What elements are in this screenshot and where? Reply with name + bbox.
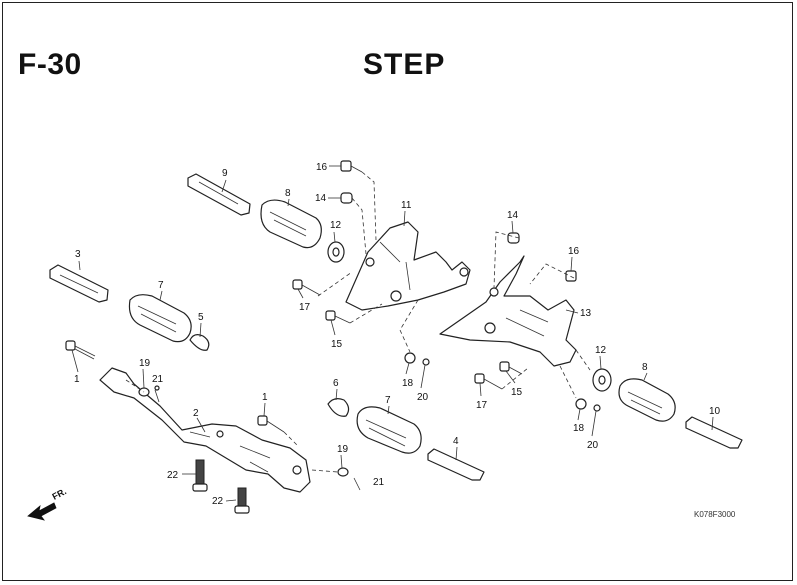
part-step-plate-10 — [685, 416, 743, 449]
part-bolt-16-upper — [340, 160, 363, 173]
part-step-bracket-main — [99, 367, 311, 493]
callout-19-lower: 19 — [337, 444, 349, 455]
callout-10: 10 — [709, 406, 721, 417]
part-collar-14-left — [340, 192, 353, 204]
part-clip-5 — [189, 334, 210, 351]
part-washer-12-right — [592, 368, 612, 392]
front-arrow-icon — [27, 502, 57, 521]
part-step-rubber-right — [618, 378, 676, 422]
callout-11: 11 — [401, 200, 412, 211]
callout-15-right: 15 — [511, 387, 523, 398]
callout-leaders — [71, 165, 714, 502]
callout-8-upper: 8 — [285, 188, 291, 199]
callout-18-right: 18 — [573, 423, 585, 434]
figure-code: K078F3000 — [694, 510, 736, 519]
callout-9: 9 — [222, 168, 228, 179]
part-bolt-15-left — [325, 310, 351, 324]
callout-1-left: 1 — [74, 374, 80, 385]
part-washer-pin-lower — [337, 467, 361, 491]
part-step-holder-11 — [345, 221, 471, 311]
callout-12-left: 12 — [330, 220, 342, 231]
callout-19-left: 19 — [139, 358, 151, 369]
callout-22-b: 22 — [212, 496, 224, 507]
callout-8-right: 8 — [642, 362, 648, 373]
part-washer-pin-center — [404, 352, 430, 366]
callout-labels: 9 8 3 7 5 1 19 21 2 1 22 22 6 7 19 21 4 … — [74, 162, 721, 507]
callout-22-a: 22 — [167, 470, 179, 481]
assembly-dash-lines — [125, 171, 591, 473]
part-washer-pin-right — [575, 398, 601, 412]
sheet-title: STEP — [363, 48, 446, 81]
part-step-holder-13 — [439, 255, 577, 367]
callout-13: 13 — [580, 308, 592, 319]
callout-6: 6 — [333, 378, 339, 389]
part-bolt-22-a — [192, 459, 208, 492]
callout-5: 5 — [198, 312, 204, 323]
callout-20-right: 20 — [587, 440, 599, 451]
callout-17-left: 17 — [299, 302, 311, 313]
callout-2: 2 — [193, 408, 199, 419]
callout-7-lower: 7 — [385, 395, 391, 406]
part-step-rubber-lower — [356, 406, 422, 454]
callout-7-left: 7 — [158, 280, 164, 291]
callout-14-right: 14 — [507, 210, 519, 221]
part-step-rubber-left — [128, 294, 192, 343]
callout-16-left: 16 — [316, 162, 328, 173]
part-clip-6 — [327, 398, 350, 417]
part-bolt-17-left — [292, 279, 321, 296]
callout-16-right: 16 — [568, 246, 580, 257]
callout-18-center: 18 — [402, 378, 414, 389]
callout-20-center: 20 — [417, 392, 429, 403]
callout-21-lower: 21 — [373, 477, 385, 488]
part-bolt-1-left — [65, 340, 96, 360]
callout-17-right: 17 — [476, 400, 488, 411]
part-bolt-15-right — [499, 361, 523, 375]
callout-15-left: 15 — [331, 339, 343, 350]
part-rear-step-bar-upper — [187, 173, 251, 216]
part-step-plate-4 — [427, 448, 485, 481]
part-front-step-bar — [49, 264, 109, 303]
part-bolt-1-right — [257, 415, 285, 433]
part-bolt-17-right — [474, 373, 503, 390]
sheet-code: F-30 — [18, 48, 82, 81]
part-washer-12-left — [327, 241, 345, 263]
callout-21-left: 21 — [152, 374, 164, 385]
callout-14-left: 14 — [315, 193, 327, 204]
callout-1-right: 1 — [262, 392, 268, 403]
callout-3: 3 — [75, 249, 81, 260]
callout-12-right: 12 — [595, 345, 607, 356]
callout-4: 4 — [453, 436, 459, 447]
part-step-rubber-upper — [260, 199, 322, 249]
part-collar-14-right — [507, 232, 520, 244]
part-bolt-16-right — [565, 270, 577, 282]
part-bolt-22-b — [234, 487, 250, 514]
